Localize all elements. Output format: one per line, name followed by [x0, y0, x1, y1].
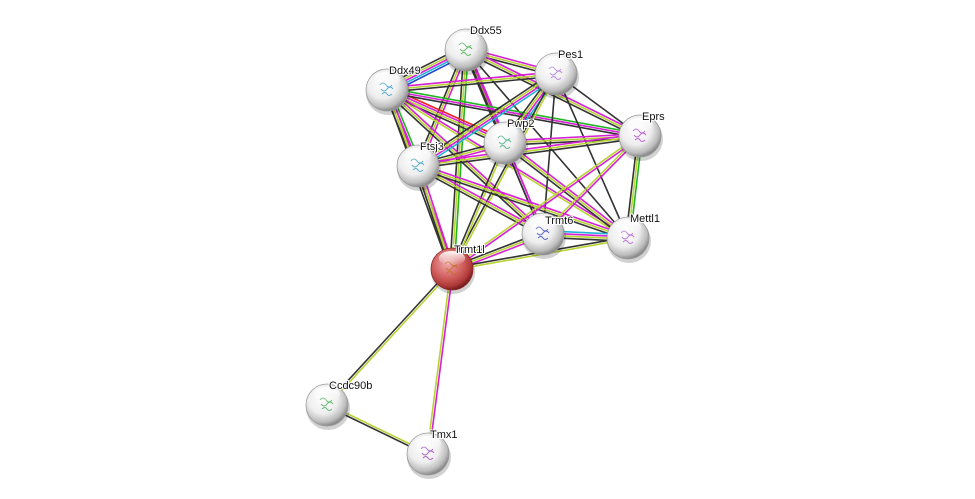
edge-line-coexpression	[450, 73, 556, 269]
edge-line-experiments	[386, 71, 556, 89]
edge-line-experiments	[386, 89, 641, 137]
edge-line-textmining	[504, 142, 629, 239]
edge-line-databases	[419, 76, 559, 170]
node-eprs[interactable]: Eprs	[618, 110, 666, 161]
edge-line-textmining	[327, 269, 454, 407]
edge-ddx49-pes1[interactable]	[386, 71, 557, 93]
edge-line-experiments	[418, 163, 629, 237]
edge-line-textmining	[417, 135, 641, 167]
node-trmt1l[interactable]: Trmt1l	[430, 243, 486, 294]
edge-pes1-trmt1l[interactable]	[450, 73, 558, 270]
node-label: Pes1	[558, 49, 583, 61]
edge-ddx49-eprs[interactable]	[386, 87, 641, 139]
edge-line-experiments	[452, 136, 642, 271]
edge-line-textmining	[450, 134, 640, 269]
node-ddx49[interactable]: Ddx49	[365, 64, 422, 115]
edge-line-textmining	[416, 72, 556, 166]
node-mettl1[interactable]: Mettl1	[606, 212, 661, 263]
node-label: Ddx55	[470, 25, 502, 37]
edge-line-coexpression	[386, 91, 640, 139]
node-trmt6[interactable]: Trmt6	[521, 212, 574, 259]
node-highlight	[452, 32, 480, 47]
edge-line-textmining	[452, 74, 558, 270]
node-pwp2[interactable]: Pwp2	[483, 117, 536, 168]
edge-line-coexpression	[450, 142, 505, 269]
edge-line-experiments	[387, 88, 506, 143]
node-label: Pwp2	[507, 118, 535, 130]
edge-line-experiments	[417, 133, 640, 165]
edge-ddx55-mettl1[interactable]	[465, 49, 629, 239]
edge-line-neighborhood	[387, 87, 641, 135]
edge-pes1-mettl1[interactable]	[555, 73, 629, 239]
edge-line-coexpression	[416, 167, 543, 237]
edge-line-coexpression	[418, 137, 641, 169]
node-highlight	[614, 220, 642, 235]
node-ccdc90b[interactable]: Ccdc90b	[305, 379, 373, 430]
edge-line-textmining	[541, 134, 640, 234]
edge-line-coexpression	[417, 167, 628, 241]
edge-line-experiments	[504, 133, 640, 142]
node-highlight	[404, 148, 432, 163]
node-label: Eprs	[642, 111, 665, 123]
edge-line-coexpression	[387, 75, 557, 93]
edge-trmt1l-tmx1[interactable]	[426, 268, 454, 455]
node-label: Trmt6	[545, 215, 573, 227]
node-label: Trmt1l	[454, 244, 485, 256]
node-ddx55[interactable]: Ddx55	[444, 24, 503, 75]
edge-line-textmining	[426, 268, 452, 454]
edge-line-coexpression	[503, 144, 628, 241]
node-highlight	[542, 56, 570, 71]
edge-line-textmining	[417, 165, 544, 235]
node-highlight	[313, 387, 341, 402]
edge-line-textmining	[386, 73, 557, 91]
edge-line-coexpression	[415, 70, 555, 164]
node-label: Mettl1	[630, 213, 660, 225]
edge-line-coexpression	[449, 49, 465, 269]
edge-line-coexpression	[555, 73, 629, 239]
edge-line-experiments	[387, 87, 546, 233]
edge-ftsj3-eprs[interactable]	[417, 133, 641, 169]
node-label: Ftsj3	[420, 141, 444, 153]
node-highlight	[414, 436, 442, 451]
edge-pes1-ftsj3[interactable]	[415, 70, 559, 170]
node-highlight	[373, 72, 401, 87]
edge-line-experiments	[428, 269, 454, 455]
edge-line-textmining	[452, 143, 507, 270]
edge-line-coexpression	[384, 91, 543, 237]
node-pes1[interactable]: Pes1	[534, 48, 584, 99]
edge-trmt1l-ccdc90b[interactable]	[325, 267, 454, 407]
edge-line-experiments	[418, 74, 558, 168]
edge-eprs-trmt1l[interactable]	[450, 134, 642, 271]
node-highlight	[529, 216, 557, 231]
node-ftsj3[interactable]: Ftsj3	[396, 140, 445, 191]
edge-eprs-trmt6[interactable]	[541, 134, 642, 236]
node-label: Ddx49	[389, 65, 421, 77]
edge-line-experiments	[543, 136, 642, 236]
node-tmx1[interactable]: Tmx1	[406, 428, 459, 479]
edge-line-textmining	[417, 165, 629, 239]
node-highlight	[626, 118, 654, 133]
edge-pwp2-trmt1l[interactable]	[450, 142, 507, 270]
node-label: Tmx1	[430, 429, 458, 441]
node-highlight	[491, 125, 519, 140]
node-highlight	[438, 251, 466, 266]
edge-line-coexpression	[325, 267, 452, 405]
edge-ftsj3-mettl1[interactable]	[417, 163, 629, 241]
edge-line-coexpression	[465, 49, 629, 239]
node-label: Ccdc90b	[329, 380, 372, 392]
